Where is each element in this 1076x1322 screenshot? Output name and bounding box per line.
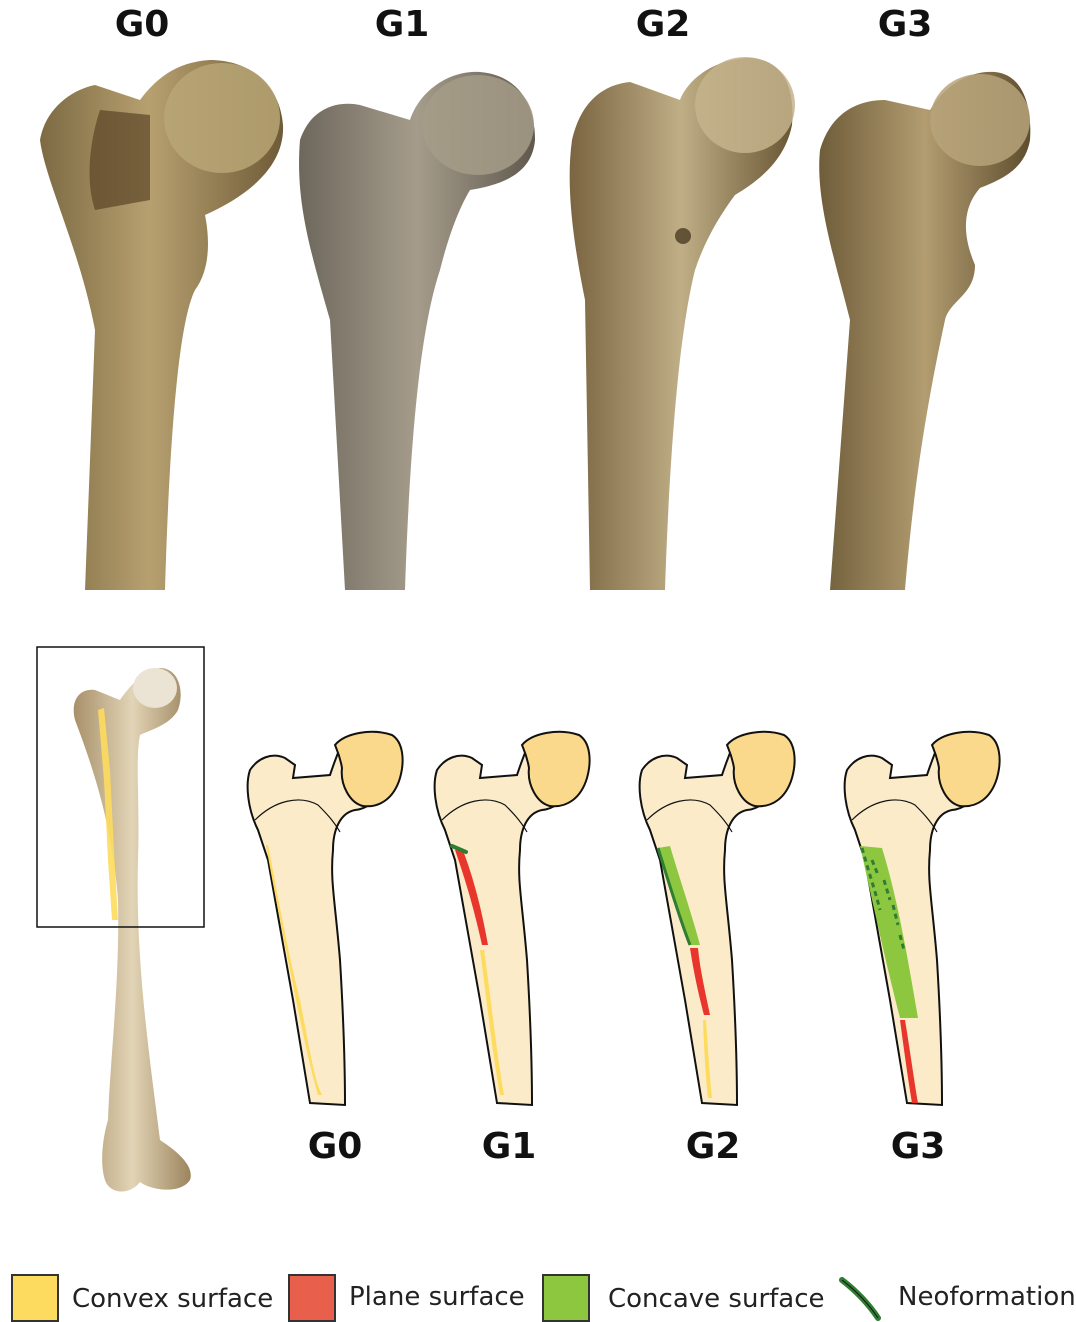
- femur-photo-g2: [570, 57, 795, 590]
- whole-femur-photo: [74, 668, 191, 1192]
- photo-label-g2: G2: [603, 4, 723, 45]
- diagram-label-g1: G1: [449, 1126, 569, 1167]
- legend-swatch-convex: [12, 1275, 58, 1321]
- schematic-femur-g0: [248, 732, 403, 1105]
- femur-photo-g1: [299, 72, 535, 590]
- photo-label-g1: G1: [342, 4, 462, 45]
- diagram-label-g0: G0: [275, 1126, 395, 1167]
- photo-label-g3: G3: [845, 4, 965, 45]
- schematic-femur-g1: [435, 732, 590, 1105]
- diagram-label-g2: G2: [653, 1126, 773, 1167]
- legend-swatch-plane: [289, 1275, 335, 1321]
- legend-neoformation-icon: [842, 1280, 878, 1318]
- femur-photo-g0: [40, 60, 283, 590]
- femur-photo-g3: [819, 72, 1030, 590]
- legend-label-neoformations: Neoformations: [898, 1282, 1076, 1312]
- diagram-label-g3: G3: [858, 1126, 978, 1167]
- legend-swatch-concave: [543, 1275, 589, 1321]
- schematic-femur-g2: [640, 732, 795, 1105]
- schematic-femur-g3: [845, 732, 1000, 1105]
- legend-label-convex: Convex surface: [72, 1284, 273, 1314]
- legend-label-plane: Plane surface: [349, 1282, 525, 1312]
- photo-label-g0: G0: [82, 4, 202, 45]
- legend-label-concave: Concave surface: [608, 1284, 825, 1314]
